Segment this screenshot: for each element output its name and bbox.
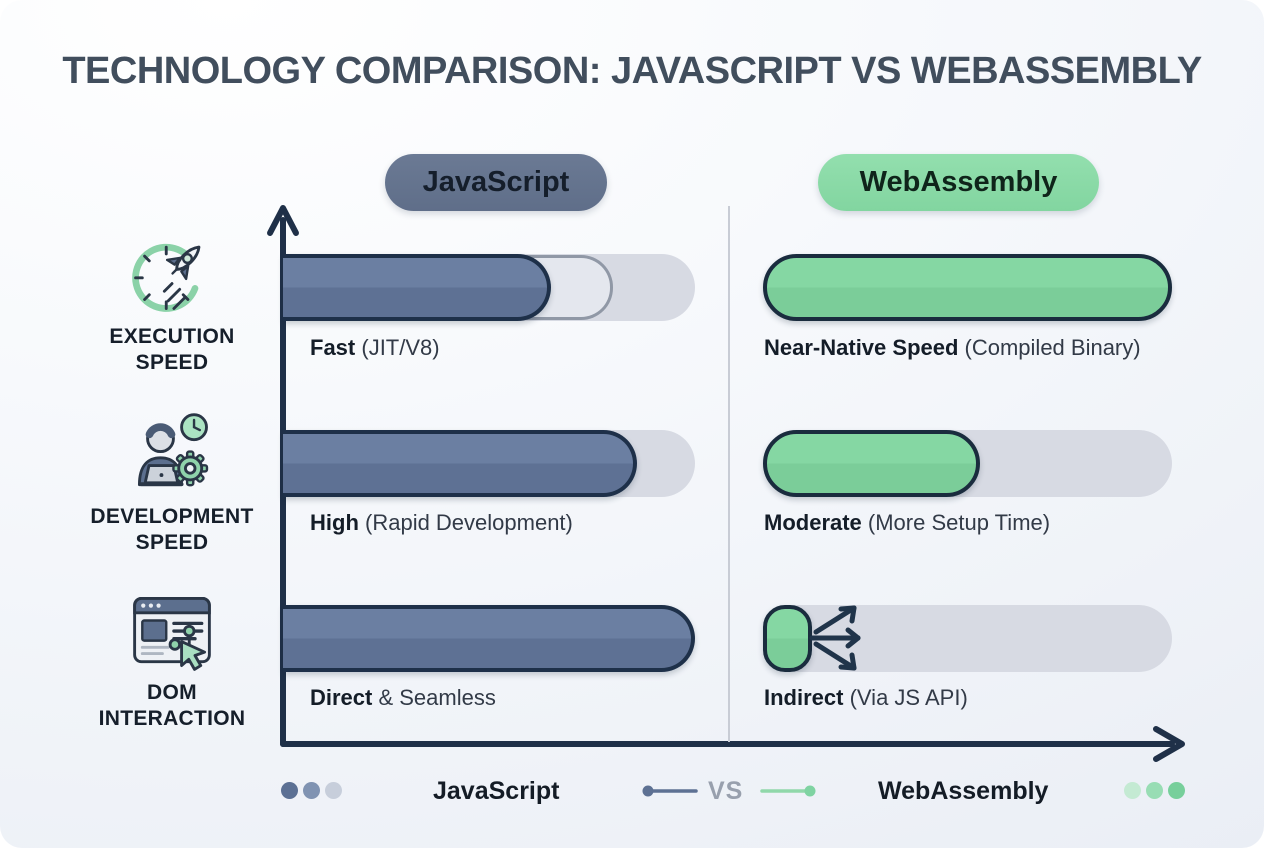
metric-label-line2: SPEED	[135, 531, 209, 554]
dot-light	[1124, 782, 1141, 799]
y-axis-arrow-icon	[267, 205, 299, 236]
js-execution-speed-bar	[283, 254, 695, 321]
wasm-development-speed-value: Moderate (More Setup Time)	[764, 510, 1050, 536]
column-header-javascript-label: JavaScript	[422, 166, 570, 198]
bar-fill	[763, 430, 980, 497]
column-divider	[728, 206, 730, 742]
browser-dom-cursor-icon	[122, 586, 222, 678]
wasm-development-speed-bar	[763, 430, 1172, 497]
metric-label-line1: EXECUTION	[109, 325, 235, 348]
wasm-legend-dots	[1124, 782, 1185, 799]
value-rest: (JIT/V8)	[355, 335, 440, 360]
value-bold: High	[310, 510, 359, 535]
bar-fill	[283, 254, 551, 321]
value-rest: (Compiled Binary)	[958, 335, 1141, 360]
metric-label-line1: DEVELOPMENT	[90, 505, 254, 528]
js-dom-interaction-bar	[283, 605, 695, 672]
metric-label-dom-interaction: DOM INTERACTION	[52, 680, 292, 732]
dot-dark	[1168, 782, 1185, 799]
column-header-webassembly: WebAssembly	[818, 154, 1099, 211]
wasm-legend-line-icon	[760, 785, 816, 797]
page-title: TECHNOLOGY COMPARISON: JAVASCRIPT VS WEB…	[62, 50, 1202, 92]
value-bold: Near-Native Speed	[764, 335, 959, 360]
bar-fill	[283, 430, 638, 497]
column-header-webassembly-label: WebAssembly	[859, 166, 1058, 198]
metric-label-execution-speed: EXECUTION SPEED	[52, 324, 292, 376]
legend-webassembly-label: WebAssembly	[878, 777, 1049, 805]
dot-medium	[1146, 782, 1163, 799]
dot-medium	[303, 782, 320, 799]
metric-label-line1: DOM	[147, 681, 197, 704]
column-header-javascript: JavaScript	[385, 154, 607, 211]
value-rest: (More Setup Time)	[861, 510, 1051, 535]
wasm-dom-interaction-value: Indirect (Via JS API)	[764, 685, 968, 711]
legend-vs-label: VS	[708, 777, 744, 805]
value-bold: Indirect	[764, 685, 844, 710]
developer-clock-gear-icon	[122, 408, 222, 500]
dot-light	[325, 782, 342, 799]
bar-fill	[283, 605, 695, 672]
value-rest: (Rapid Development)	[358, 510, 573, 535]
metric-label-development-speed: DEVELOPMENT SPEED	[52, 504, 292, 556]
js-execution-speed-value: Fast (JIT/V8)	[310, 335, 440, 361]
wasm-execution-speed-value: Near-Native Speed (Compiled Binary)	[764, 335, 1141, 361]
metric-label-line2: INTERACTION	[98, 707, 246, 730]
wasm-execution-speed-bar	[763, 254, 1172, 321]
bar-fill	[763, 605, 813, 672]
x-axis-arrow-icon	[1153, 726, 1185, 762]
js-legend-line-icon	[642, 785, 698, 797]
js-development-speed-value: High (Rapid Development)	[310, 510, 573, 536]
rocket-speedometer-icon	[122, 228, 222, 320]
legend-javascript-label: JavaScript	[433, 777, 560, 805]
js-legend-dots	[281, 782, 342, 799]
dot-dark	[281, 782, 298, 799]
value-bold: Fast	[310, 335, 356, 360]
value-bold: Direct	[310, 685, 373, 710]
value-bold: Moderate	[764, 510, 862, 535]
metric-label-line2: SPEED	[135, 351, 209, 374]
value-rest: (Via JS API)	[843, 685, 968, 710]
js-development-speed-bar	[283, 430, 695, 497]
outgoing-arrows-icon	[809, 605, 861, 671]
js-dom-interaction-value: Direct & Seamless	[310, 685, 496, 711]
bar-fill	[763, 254, 1172, 321]
value-rest: & Seamless	[372, 685, 496, 710]
